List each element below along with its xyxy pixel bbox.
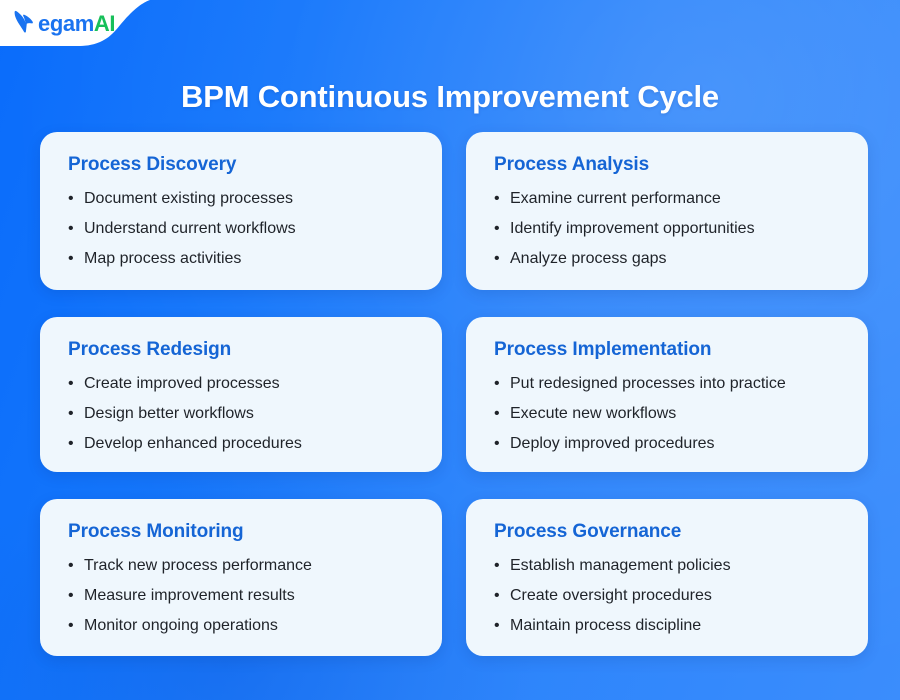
list-item: Track new process performance <box>68 551 418 581</box>
cards-grid: Process Discovery Document existing proc… <box>40 132 868 656</box>
list-item: Analyze process gaps <box>494 244 844 274</box>
page-title: BPM Continuous Improvement Cycle <box>181 78 719 114</box>
card-title: Process Redesign <box>68 339 232 360</box>
list-item: Document existing processes <box>68 184 418 214</box>
list-item: Identify improvement opportunities <box>494 214 844 244</box>
card-title: Process Implementation <box>494 339 712 360</box>
card-bullet-list: Track new process performance Measure im… <box>68 551 418 641</box>
card-process-monitoring: Process Monitoring Track new process per… <box>40 499 442 656</box>
brand-name-part-1: egam <box>38 11 94 36</box>
card-process-governance: Process Governance Establish management … <box>466 499 868 656</box>
list-item: Understand current workflows <box>68 214 418 244</box>
brand-name: egamAI <box>38 11 115 37</box>
card-bullet-list: Put redesigned processes into practice E… <box>494 369 844 459</box>
card-bullet-list: Examine current performance Identify imp… <box>494 184 844 274</box>
vegam-leaf-v-icon <box>13 10 39 39</box>
list-item: Create oversight procedures <box>494 581 844 611</box>
card-title: Process Analysis <box>494 154 650 175</box>
list-item: Design better workflows <box>68 399 418 429</box>
logo-tab-shape <box>0 0 160 48</box>
list-item: Deploy improved procedures <box>494 429 844 459</box>
list-item: Maintain process discipline <box>494 611 844 641</box>
card-bullet-list: Document existing processes Understand c… <box>68 184 418 274</box>
card-process-discovery: Process Discovery Document existing proc… <box>40 132 442 290</box>
card-process-implementation: Process Implementation Put redesigned pr… <box>466 317 868 472</box>
list-item: Monitor ongoing operations <box>68 611 418 641</box>
card-title: Process Monitoring <box>68 521 244 542</box>
list-item: Map process activities <box>68 244 418 274</box>
card-bullet-list: Establish management policies Create ove… <box>494 551 844 641</box>
list-item: Examine current performance <box>494 184 844 214</box>
card-bullet-list: Create improved processes Design better … <box>68 369 418 459</box>
card-process-analysis: Process Analysis Examine current perform… <box>466 132 868 290</box>
brand-logo[interactable]: egamAI <box>13 10 115 39</box>
list-item: Create improved processes <box>68 369 418 399</box>
card-title: Process Governance <box>494 521 682 542</box>
list-item: Measure improvement results <box>68 581 418 611</box>
brand-name-part-2: AI <box>93 11 116 36</box>
list-item: Establish management policies <box>494 551 844 581</box>
list-item: Execute new workflows <box>494 399 844 429</box>
card-process-redesign: Process Redesign Create improved process… <box>40 317 442 472</box>
card-title: Process Discovery <box>68 154 237 175</box>
list-item: Put redesigned processes into practice <box>494 369 844 399</box>
list-item: Develop enhanced procedures <box>68 429 418 459</box>
